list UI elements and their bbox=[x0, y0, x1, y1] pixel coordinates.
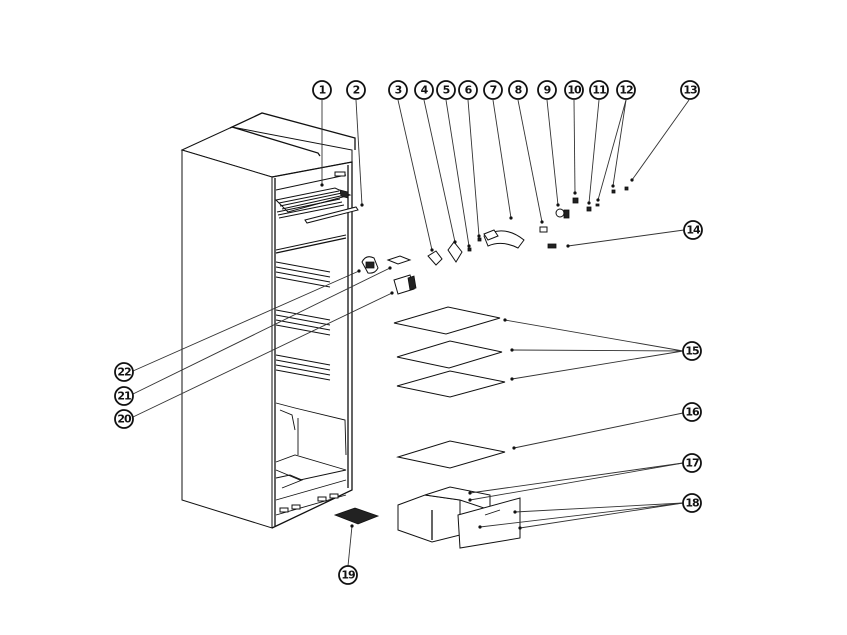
leader-arrowhead bbox=[320, 183, 324, 187]
svg-text:11: 11 bbox=[592, 84, 606, 97]
shelf-supports bbox=[275, 261, 331, 381]
svg-text:2: 2 bbox=[353, 84, 360, 97]
leader-arrowhead bbox=[510, 377, 514, 381]
svg-text:13: 13 bbox=[683, 84, 697, 97]
svg-text:15: 15 bbox=[685, 345, 699, 358]
refrigerator-cabinet bbox=[180, 112, 359, 529]
leader-lines bbox=[132, 99, 690, 567]
crisper-drawer-front bbox=[457, 497, 521, 549]
leader-arrowhead bbox=[350, 524, 354, 528]
cover-plate bbox=[386, 255, 412, 265]
leader-arrowhead bbox=[388, 266, 392, 270]
leader-arrowhead bbox=[478, 525, 482, 529]
leader-arrowhead bbox=[556, 203, 560, 207]
leader-arrowhead bbox=[587, 201, 591, 205]
callout-16: 16 bbox=[682, 402, 702, 422]
freezer-shelf-grid bbox=[274, 187, 352, 219]
leader-arrowhead bbox=[468, 491, 472, 495]
leader-arrowhead bbox=[390, 291, 394, 295]
leader-arrowhead bbox=[630, 178, 634, 182]
svg-text:9: 9 bbox=[544, 84, 551, 97]
callout-13: 13 bbox=[680, 80, 700, 100]
svg-text:21: 21 bbox=[117, 390, 131, 403]
callout-12: 12 bbox=[616, 80, 636, 100]
callout-18: 18 bbox=[682, 493, 702, 513]
callout-19: 19 bbox=[338, 565, 358, 585]
leader-arrowhead bbox=[430, 248, 434, 252]
callout-22: 22 bbox=[114, 362, 134, 382]
leader-arrowhead bbox=[518, 526, 522, 530]
callout-20: 20 bbox=[114, 409, 134, 429]
crisper-cover bbox=[396, 440, 506, 469]
svg-text:19: 19 bbox=[341, 569, 355, 582]
leader-arrowhead bbox=[540, 220, 544, 224]
leader-arrowhead bbox=[510, 348, 514, 352]
leader-arrowhead bbox=[477, 234, 481, 238]
svg-text:14: 14 bbox=[686, 224, 701, 237]
leader-arrowhead bbox=[509, 216, 513, 220]
lamp-assembly-parts bbox=[427, 186, 629, 266]
leader-arrowhead bbox=[512, 446, 516, 450]
thermostat-parts bbox=[361, 255, 417, 295]
vent-grille bbox=[333, 507, 380, 525]
leader-arrowhead bbox=[503, 318, 507, 322]
svg-text:22: 22 bbox=[117, 366, 131, 379]
base-vents bbox=[279, 493, 339, 513]
svg-text:6: 6 bbox=[465, 84, 473, 97]
callout-4: 4 bbox=[414, 80, 434, 100]
callout-17: 17 bbox=[682, 453, 702, 473]
callout-5: 5 bbox=[436, 80, 456, 100]
svg-text:18: 18 bbox=[685, 497, 699, 510]
svg-text:4: 4 bbox=[421, 84, 429, 97]
leader-arrowhead bbox=[357, 269, 361, 273]
svg-text:20: 20 bbox=[117, 413, 132, 426]
leader-arrowhead bbox=[566, 244, 570, 248]
svg-text:5: 5 bbox=[443, 84, 450, 97]
leader-arrowhead bbox=[467, 244, 471, 248]
crisper-drawer bbox=[397, 494, 461, 543]
callout-14: 14 bbox=[683, 220, 703, 240]
svg-text:17: 17 bbox=[685, 457, 699, 470]
leader-arrowhead bbox=[453, 240, 457, 244]
leader-arrowhead bbox=[596, 198, 600, 202]
leader-arrowhead bbox=[360, 203, 364, 207]
leader-arrowhead bbox=[468, 498, 472, 502]
leader-arrowhead bbox=[573, 191, 577, 195]
svg-text:8: 8 bbox=[515, 84, 522, 97]
callout-6: 6 bbox=[458, 80, 478, 100]
callout-3: 3 bbox=[388, 80, 408, 100]
crisper-drawers bbox=[397, 486, 521, 549]
freezer-shelf-rail bbox=[304, 206, 359, 224]
callout-2: 2 bbox=[346, 80, 366, 100]
svg-text:16: 16 bbox=[685, 406, 700, 419]
svg-text:10: 10 bbox=[567, 84, 582, 97]
callout-9: 9 bbox=[537, 80, 557, 100]
callout-10: 10 bbox=[564, 80, 584, 100]
leader-arrowhead bbox=[611, 184, 615, 188]
svg-text:1: 1 bbox=[319, 84, 326, 97]
callout-11: 11 bbox=[589, 80, 609, 100]
cabinet-side bbox=[181, 149, 273, 529]
callout-1: 1 bbox=[312, 80, 332, 100]
leader-arrowhead bbox=[513, 510, 517, 514]
callout-8: 8 bbox=[508, 80, 528, 100]
callout-21: 21 bbox=[114, 386, 134, 406]
svg-text:3: 3 bbox=[395, 84, 402, 97]
svg-text:12: 12 bbox=[619, 84, 633, 97]
glass-shelves bbox=[393, 306, 506, 398]
callout-7: 7 bbox=[483, 80, 503, 100]
svg-text:7: 7 bbox=[490, 84, 497, 97]
callout-15: 15 bbox=[682, 341, 702, 361]
